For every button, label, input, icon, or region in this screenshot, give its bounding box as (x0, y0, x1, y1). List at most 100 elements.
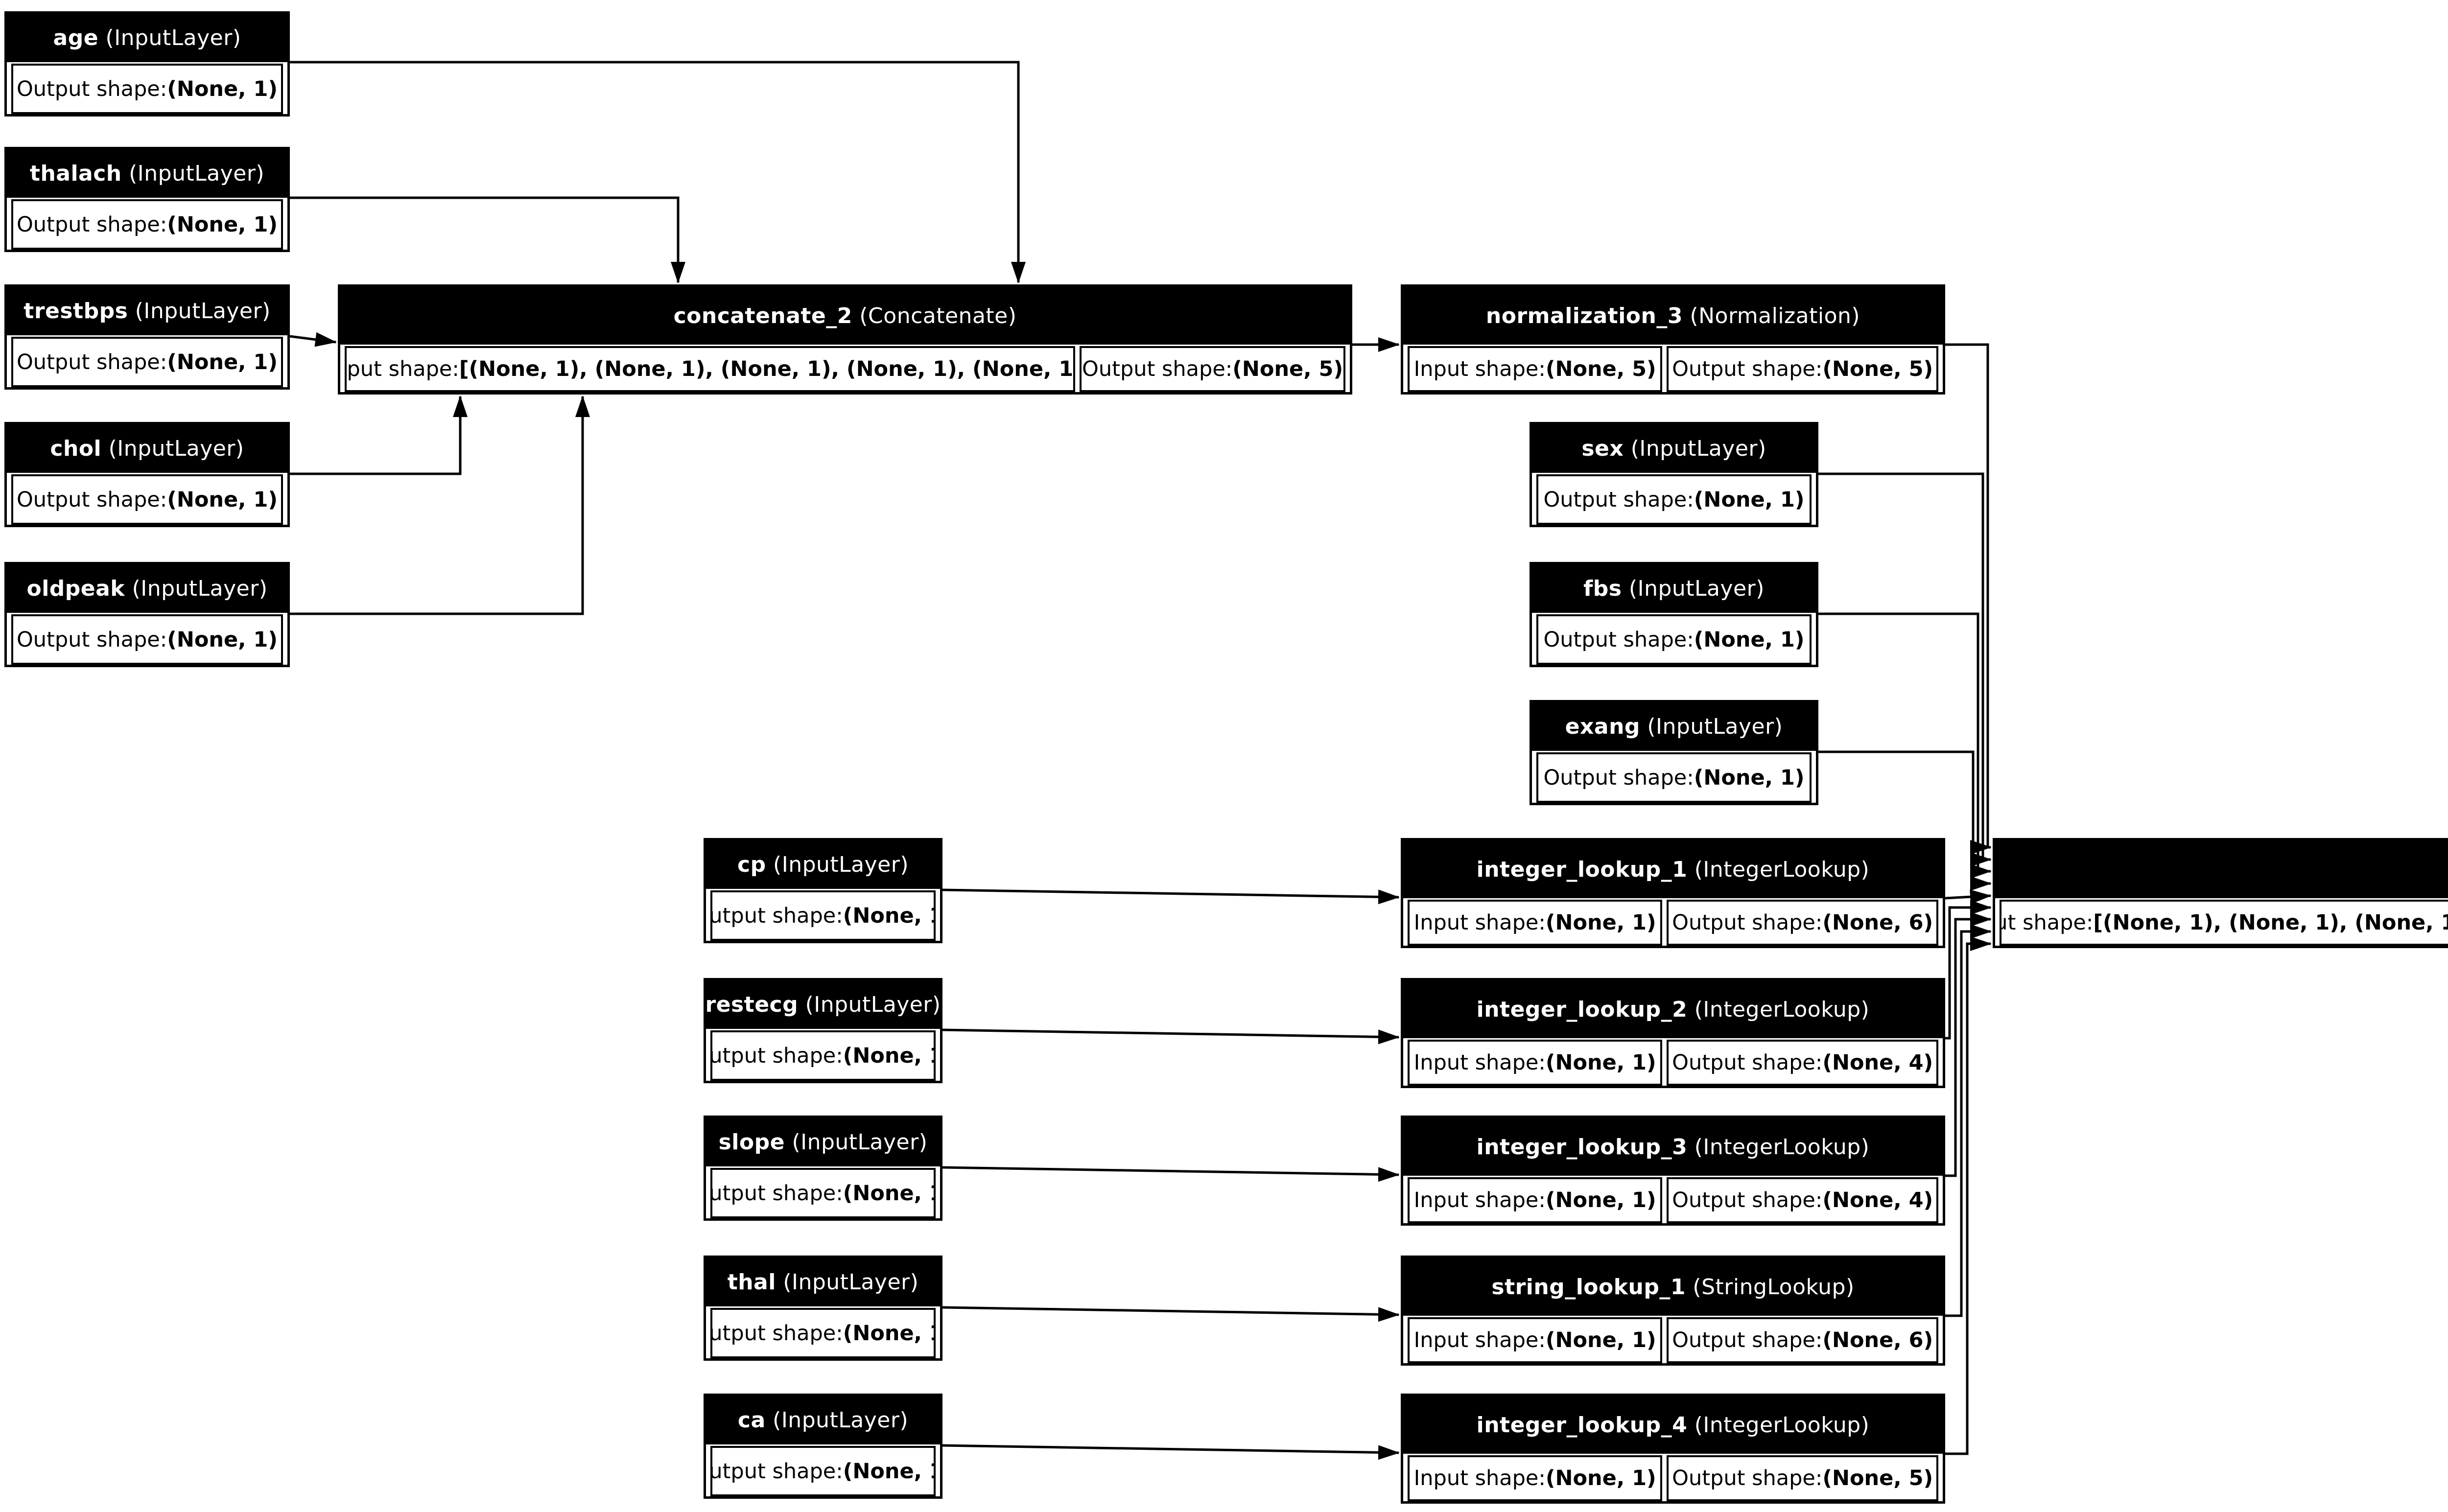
edge-sex-to-concatenate_3 (1818, 472, 1992, 867)
layer-header: cpInputLayer (706, 840, 940, 889)
output-shape-value: (None, 4) (1822, 1050, 1933, 1075)
layer-header: exangInputLayer (1532, 702, 1816, 751)
edge-normalization_3-to-concatenate_3 (1945, 343, 1992, 855)
node-restecg: restecgInputLayerOutput shape: (None, 1) (704, 978, 942, 1083)
node-trestbps: trestbpsInputLayerOutput shape: (None, 1… (4, 284, 290, 390)
input-shape-value: (None, 1) (1545, 1466, 1656, 1490)
layer-header: caInputLayer (706, 1396, 940, 1444)
edge-thal-to-string_lookup_1 (942, 1306, 1400, 1322)
output-shape-value: (None, 6) (1822, 1328, 1933, 1352)
layer-name: oldpeak (26, 576, 125, 601)
layer-name: age (53, 25, 99, 50)
output-shape-value: (None, 1) (843, 1043, 934, 1068)
output-shape-label: Output shape: (1543, 627, 1694, 652)
layer-shapes: Input shape: (None, 1) Output shape: (Non… (1403, 1454, 1943, 1501)
output-shape-cell: Output shape: (None, 1) (11, 64, 283, 114)
layer-shapes: Output shape: (None, 1) (706, 1029, 940, 1081)
layer-name: concatenate_2 (673, 303, 852, 328)
layer-header: concatenate_3Concatenate (1995, 840, 2448, 898)
layer-shapes: Output shape: (None, 1) (706, 1166, 940, 1218)
output-shape-label: Output shape: (16, 76, 167, 101)
input-shape-value: (None, 1) (1545, 1188, 1656, 1212)
output-shape-value: (None, 1) (167, 349, 278, 374)
output-shape-label: Output shape: (1672, 910, 1823, 935)
edge-restecg-to-integer_lookup_2 (942, 1028, 1400, 1045)
layer-type: InputLayer (798, 992, 941, 1017)
node-cp: cpInputLayerOutput shape: (None, 1) (704, 838, 942, 943)
node-sex: sexInputLayerOutput shape: (None, 1) (1530, 422, 1818, 527)
layer-name: trestbps (24, 299, 128, 324)
layer-type: InputLayer (1622, 576, 1764, 601)
input-shape-value: (None, 5) (1545, 357, 1656, 381)
input-shape-cell: Input shape: (None, 1) (1408, 1317, 1663, 1363)
input-shape-value: (None, 1) (1545, 1050, 1656, 1075)
layer-type: InputLayer (122, 161, 264, 186)
layer-header: thalInputLayer (706, 1258, 940, 1306)
output-shape-cell: Output shape: (None, 1) (710, 1446, 936, 1496)
node-string_lookup_1: string_lookup_1StringLookupInput shape: … (1401, 1256, 1945, 1366)
input-shape-value: [(None, 1), (None, 1), (None, 1), (None,… (459, 357, 1076, 381)
layer-shapes: Output shape: (None, 1) (1532, 613, 1816, 665)
input-shape-label: Input shape: (1413, 1466, 1546, 1490)
node-chol: cholInputLayerOutput shape: (None, 1) (4, 422, 290, 527)
layer-type: IntegerLookup (1687, 857, 1869, 882)
output-shape-label: Output shape: (16, 212, 167, 237)
edge-cp-to-integer_lookup_1 (942, 888, 1400, 905)
layer-name: integer_lookup_1 (1476, 857, 1688, 882)
layer-header: cholInputLayer (7, 424, 287, 473)
output-shape-value: (None, 1) (167, 76, 278, 101)
input-shape-label: Input shape: (2001, 910, 2094, 935)
layer-type: InputLayer (766, 1408, 908, 1433)
layer-type: IntegerLookup (1687, 1413, 1869, 1438)
layer-header: integer_lookup_4IntegerLookup (1403, 1396, 1943, 1454)
edge-exang-to-concatenate_3 (1818, 750, 1992, 891)
layer-name: fbs (1583, 576, 1622, 601)
edge-integer_lookup_1-to-concatenate_3 (1945, 889, 1992, 905)
output-shape-value: (None, 5) (1822, 1466, 1933, 1490)
output-shape-value: (None, 6) (1822, 910, 1933, 935)
layer-header: sexInputLayer (1532, 424, 1816, 473)
edge-integer_lookup_4-to-concatenate_3 (1945, 936, 1992, 1455)
layer-name: normalization_3 (1485, 303, 1683, 328)
input-shape-cell: Input shape: (None, 1) (1408, 1177, 1663, 1223)
edge-chol-to-concatenate_2 (290, 395, 468, 475)
output-shape-cell: Output shape: (None, 5) (1667, 1455, 1938, 1501)
node-integer_lookup_2: integer_lookup_2IntegerLookupInput shape… (1401, 978, 1945, 1088)
output-shape-label: Output shape: (1672, 1328, 1823, 1352)
output-shape-value: (None, 1) (167, 627, 278, 652)
layer-name: string_lookup_1 (1491, 1274, 1686, 1300)
edge-age-to-concatenate_2 (290, 61, 1026, 283)
layer-header: integer_lookup_3IntegerLookup (1403, 1118, 1943, 1176)
layer-type: IntegerLookup (1687, 1135, 1869, 1160)
output-shape-value: (None, 5) (1232, 357, 1343, 381)
edge-string_lookup_1-to-concatenate_3 (1945, 924, 1992, 1317)
output-shape-cell: Output shape: (None, 4) (1667, 1177, 1938, 1223)
input-shape-label: Input shape: (1413, 1050, 1546, 1075)
node-thal: thalInputLayerOutput shape: (None, 1) (704, 1256, 942, 1361)
layer-shapes: Output shape: (None, 1) (1532, 751, 1816, 803)
output-shape-cell: Output shape: (None, 1) (11, 337, 283, 387)
output-shape-value: (None, 1) (843, 903, 934, 928)
layer-name: integer_lookup_4 (1476, 1412, 1688, 1438)
layer-shapes: Output shape: (None, 1) (706, 1306, 940, 1358)
output-shape-value: (None, 1) (167, 487, 278, 512)
output-shape-value: (None, 5) (1822, 357, 1933, 381)
output-shape-cell: Output shape: (None, 1) (11, 199, 283, 250)
layer-shapes: Output shape: (None, 1) (1532, 473, 1816, 525)
layer-type: InputLayer (785, 1130, 927, 1155)
layer-header: fbsInputLayer (1532, 564, 1816, 613)
input-shape-cell: Input shape: [(None, 1), (None, 1), (Non… (2000, 900, 2448, 946)
layer-shapes: Input shape: [(None, 1), (None, 1), (Non… (1995, 898, 2448, 946)
output-shape-label: Output shape: (1672, 357, 1823, 381)
output-shape-label: Output shape: (1672, 1050, 1823, 1075)
edge-ca-to-integer_lookup_4 (942, 1444, 1400, 1460)
input-shape-label: Input shape: (1413, 910, 1546, 935)
layer-name: integer_lookup_2 (1476, 997, 1688, 1022)
layer-type: IntegerLookup (1687, 997, 1869, 1022)
layer-name: sex (1581, 436, 1624, 461)
node-integer_lookup_4: integer_lookup_4IntegerLookupInput shape… (1401, 1394, 1945, 1504)
layer-type: InputLayer (766, 852, 909, 877)
node-concatenate_3: concatenate_3ConcatenateInput shape: [(N… (1993, 838, 2448, 948)
